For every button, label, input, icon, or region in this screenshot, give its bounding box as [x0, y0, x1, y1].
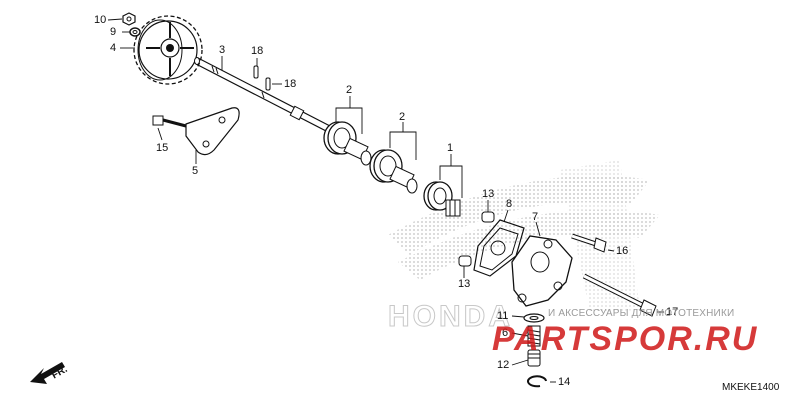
pin-part-18a — [253, 65, 259, 79]
shaft-part-3 — [194, 57, 331, 133]
pump-cover-part-7 — [511, 235, 573, 307]
honda-wing-watermark — [388, 160, 660, 312]
circlip-part-14 — [527, 375, 547, 388]
gear-part-4 — [133, 15, 203, 85]
honda-watermark-text: HONDA — [388, 300, 513, 333]
callout-10: 10 — [94, 14, 107, 26]
shop-watermark-text: И АКСЕССУАРЫ ДЛЯ МОТОТЕХНИКИ — [548, 308, 735, 319]
callout-12: 12 — [497, 359, 510, 371]
callout-5: 5 — [192, 165, 199, 177]
callout-2a: 2 — [346, 84, 353, 96]
callout-1: 1 — [447, 142, 454, 154]
spring-part-6 — [527, 325, 541, 347]
plate-part-5 — [185, 107, 240, 156]
diagram-code: MKEKE1400 — [722, 382, 780, 393]
rotor-part-2b — [369, 149, 418, 194]
bolt-part-16 — [571, 233, 607, 253]
partspor-logo: PARTSPOR.RU — [492, 320, 759, 358]
plug-part-12 — [527, 349, 541, 367]
nut-part-10 — [122, 12, 136, 26]
callout-13b: 13 — [458, 278, 471, 290]
leader-lines — [107, 18, 664, 383]
callout-13a: 13 — [482, 188, 495, 200]
dowel-part-13b — [458, 255, 472, 267]
callout-14: 14 — [558, 376, 571, 388]
front-direction-arrow — [30, 362, 65, 384]
callout-3: 3 — [219, 44, 226, 56]
dowel-part-13a — [481, 211, 495, 223]
callout-2b: 2 — [399, 111, 406, 123]
rotor-part-2a — [323, 121, 372, 166]
callout-7: 7 — [532, 211, 539, 223]
callout-6: 6 — [502, 327, 509, 339]
callout-18a: 18 — [251, 45, 264, 57]
callout-9: 9 — [110, 26, 117, 38]
pin-part-18b — [265, 77, 271, 91]
callout-17: 17 — [666, 306, 679, 318]
rotor-part-1 — [423, 181, 461, 217]
callout-15: 15 — [156, 142, 169, 154]
washer-part-11 — [523, 313, 545, 323]
bolt-part-15 — [152, 115, 187, 128]
honda-wordmark-watermark: HONDA — [388, 300, 513, 334]
callout-11: 11 — [497, 310, 509, 322]
callout-16: 16 — [616, 245, 629, 257]
callout-18b: 18 — [284, 78, 297, 90]
washer-part-9 — [129, 27, 141, 37]
callout-4: 4 — [110, 42, 117, 54]
callout-8: 8 — [506, 198, 513, 210]
bolt-part-17 — [582, 273, 657, 317]
